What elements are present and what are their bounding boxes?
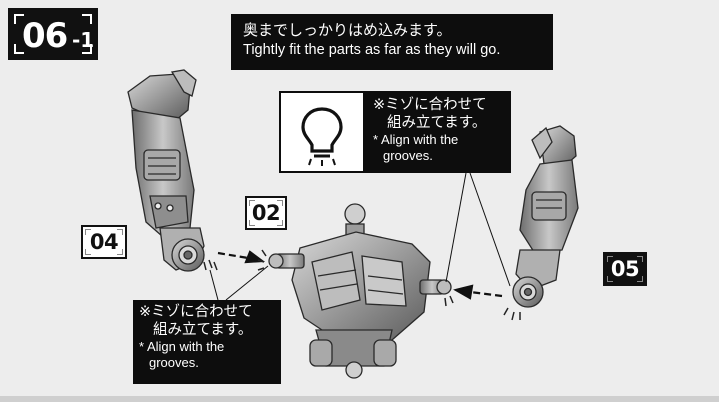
hint-en-line2: grooves. [383, 148, 433, 163]
lightbulb-icon [301, 107, 343, 166]
hint-text: ※ミゾに合わせて 組み立てます。 * Align with the groove… [373, 96, 487, 164]
step-number-badge: 06 -1 [8, 8, 98, 60]
part-label-torso: 02 [245, 196, 287, 230]
groove-note-bottom-left: ※ミゾに合わせて 組み立てます。 * Align with the groove… [133, 300, 281, 384]
page-bottom-edge [0, 396, 719, 402]
groove-marks [203, 259, 218, 271]
right-arm-part [512, 125, 579, 308]
part-label-right-arm: 05 [603, 252, 647, 286]
note-en-line1: * Align with the [139, 339, 225, 354]
part-number-torso: 02 [251, 201, 281, 225]
part-number-right-arm: 05 [610, 257, 640, 281]
hint-ja-line2: 組み立てます。 [387, 115, 487, 131]
groove-marks [503, 307, 521, 321]
instruction-english: Tightly fit the parts as far as they wil… [243, 42, 501, 58]
instruction-japanese: 奥までしっかりはめ込みます。 [243, 21, 452, 39]
note-ja-line1: ※ミゾに合わせて [139, 304, 253, 320]
note-en-line2: grooves. [149, 355, 199, 370]
hint-en-line1: * Align with the [373, 132, 459, 147]
groove-hint-box: ※ミゾに合わせて 組み立てます。 * Align with the groove… [279, 91, 511, 173]
instruction-box: 奥までしっかりはめ込みます。 Tightly fit the parts as … [231, 14, 553, 70]
hint-ja-line1: ※ミゾに合わせて [373, 97, 487, 113]
torso-part [268, 203, 452, 379]
step-number: 06 [22, 16, 68, 56]
hint-icon-pane [281, 93, 363, 171]
part-number-left-arm: 04 [89, 230, 119, 254]
step-substep: -1 [72, 28, 95, 52]
left-arm-part [127, 69, 205, 272]
arrow-left [217, 250, 266, 264]
part-label-left-arm: 04 [81, 225, 127, 259]
arrow-right [453, 284, 503, 300]
note-ja-line2: 組み立てます。 [153, 322, 253, 338]
leader-lines [209, 172, 511, 301]
groove-marks [257, 249, 454, 307]
